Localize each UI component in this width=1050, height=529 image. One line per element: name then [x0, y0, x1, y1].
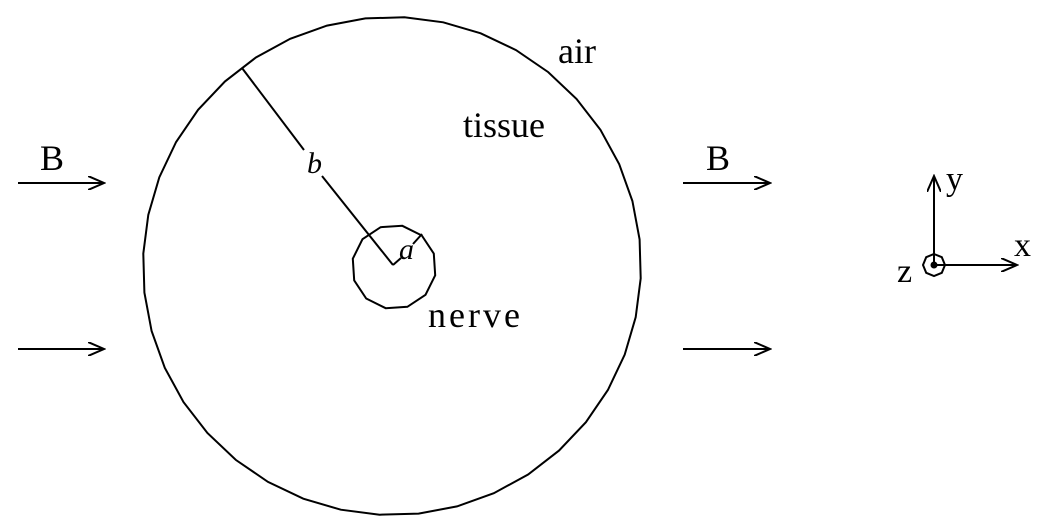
axis-y-label: y [946, 161, 963, 198]
radius-a-line [392, 257, 402, 266]
axis-z-label: z [897, 253, 912, 290]
tissue-label: tissue [463, 105, 545, 145]
axis-x-label: x [1014, 227, 1031, 264]
field-b-label-left: B [40, 138, 64, 178]
z-axis-dot-icon [930, 261, 938, 269]
nerve-boundary-circle [351, 224, 437, 310]
air-label: air [558, 31, 596, 71]
nerve-label: nerve [428, 295, 523, 335]
radius-a-label: a [399, 233, 414, 266]
radius-b-label: b [307, 147, 322, 180]
coordinate-axes: y x z [897, 161, 1031, 290]
z-axis-ring-icon [921, 252, 947, 278]
field-b-label-right: B [706, 138, 730, 178]
radius-b-line-lower [321, 175, 394, 266]
tissue-boundary-circle [142, 16, 642, 516]
radius-a-tick [412, 233, 423, 245]
radius-b-line [241, 67, 305, 151]
